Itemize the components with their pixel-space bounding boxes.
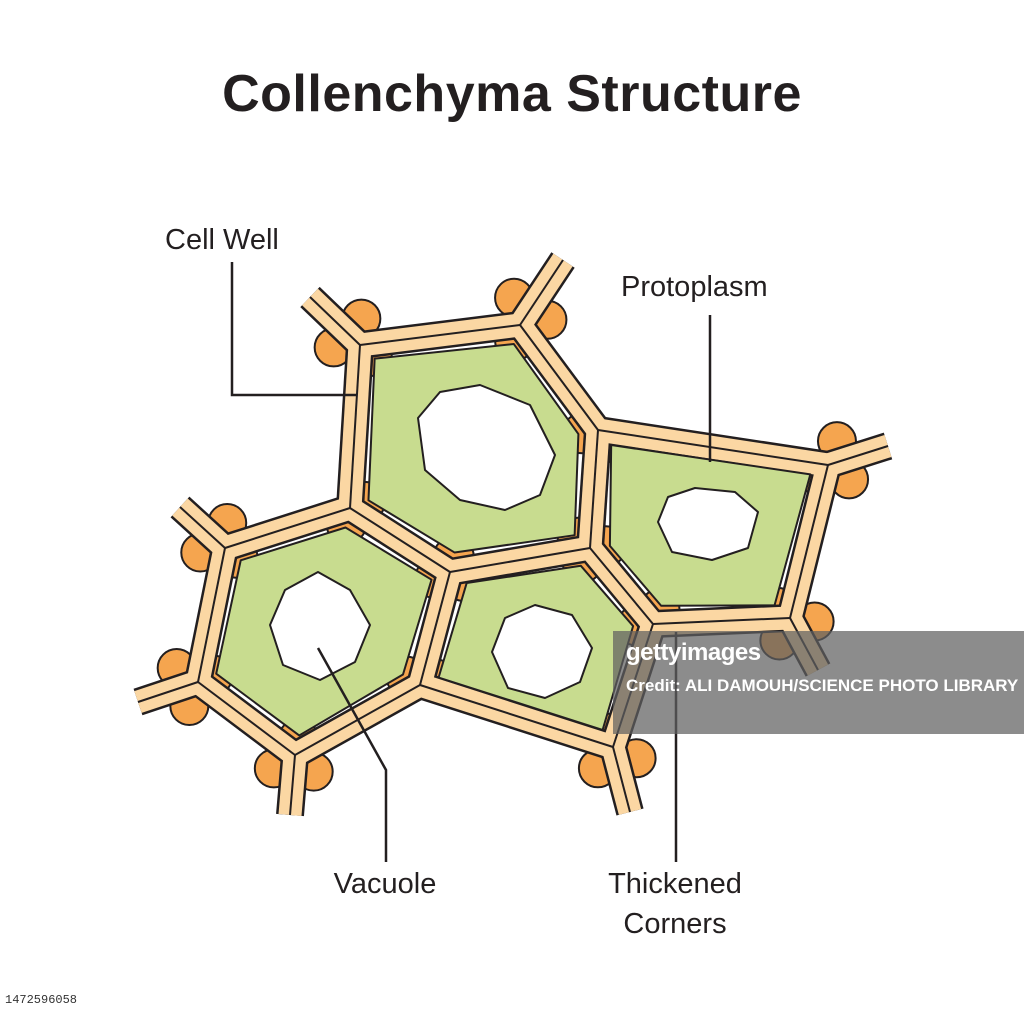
watermark-credit: Credit: ALI DAMOUH/SCIENCE PHOTO LIBRARY [626,676,1019,695]
vacuole [417,384,556,511]
label-thickened-line2: Corners [623,908,727,940]
label-thickened-line1: Thickened [608,868,742,900]
label-cell-wall: Cell Well [165,224,279,256]
vacuole [269,571,371,681]
stock-id: 1472596058 [5,993,78,1007]
leader-line-cell-wall [230,262,357,397]
vacuoles [269,384,759,699]
label-thickened-corners: Thickened Corners [560,864,790,944]
watermark-overlay: gettyimages Credit: ALI DAMOUH/SCIENCE P… [613,631,1024,734]
label-vacuole: Vacuole [333,868,437,900]
cell-walls [133,252,893,817]
label-protoplasm: Protoplasm [621,271,768,303]
leader-line-vacuole [316,647,388,862]
vacuole [657,487,759,561]
diagram-title: Collenchyma Structure [222,65,802,123]
watermark-logo: gettyimages [626,639,761,666]
vacuole [491,604,593,699]
